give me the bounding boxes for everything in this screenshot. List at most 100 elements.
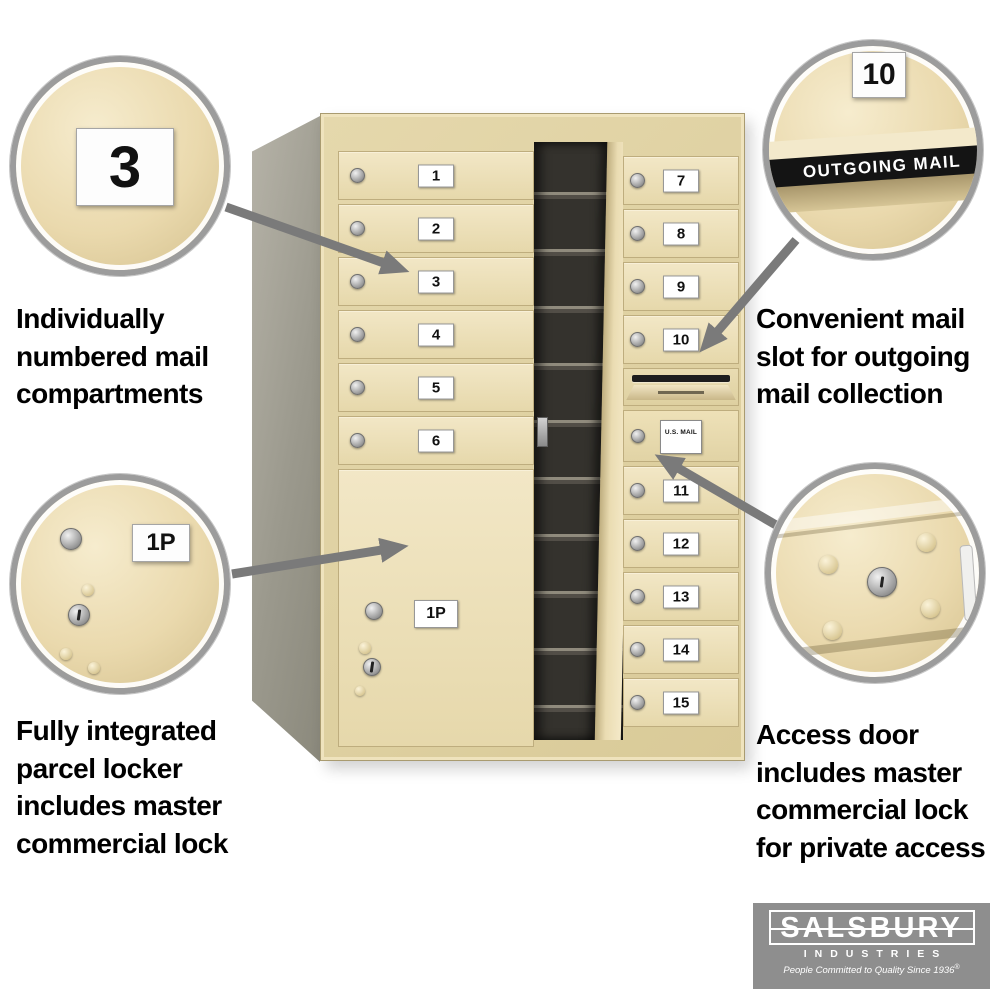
caption-access-door: Access door includes master commercial l… xyxy=(756,716,986,866)
door-bumper-button xyxy=(917,533,936,552)
parcel-lock-icon xyxy=(363,658,381,676)
caption-line: compartments xyxy=(16,378,203,410)
mail-slot-label-strip xyxy=(658,391,704,394)
mail-compartment-door-15: 15 xyxy=(623,678,739,727)
compartment-lock-icon xyxy=(630,226,645,241)
outgoing-number-detail-label: 10 xyxy=(852,52,906,98)
compartment-number-label: 9 xyxy=(663,275,699,298)
parcel-locker-door: 1P xyxy=(338,469,534,747)
caption-line: commercial lock xyxy=(16,827,228,859)
compartment-number-label: 5 xyxy=(418,376,454,399)
mail-compartment-door-3: 3 xyxy=(338,257,534,306)
compartment-number-label: 14 xyxy=(663,638,699,661)
parcel-button xyxy=(355,686,365,696)
parcel-lock-icon xyxy=(365,602,383,620)
mail-compartment-door-11: 11 xyxy=(623,466,739,515)
door-edge-sliver xyxy=(959,544,978,622)
cabinet-side-panel xyxy=(252,116,320,762)
parcel-number-label: 1P xyxy=(414,600,458,628)
compartment-number-label: 10 xyxy=(663,328,699,351)
compartment-number-label: 1 xyxy=(418,164,454,187)
compartment-lock-icon xyxy=(630,536,645,551)
door-bumper-button xyxy=(819,555,838,574)
mail-compartment-door-6: 6 xyxy=(338,416,534,465)
compartment-lock-icon xyxy=(350,327,365,342)
compartment-number-label: 12 xyxy=(663,532,699,555)
parcel-lock-icon xyxy=(60,528,82,550)
mail-slot-icon xyxy=(631,375,730,382)
logo-tagline: People Committed to Quality Since 1936® xyxy=(783,964,959,976)
us-mail-decal-title: U.S. MAIL xyxy=(664,429,698,436)
open-interior-shelves xyxy=(534,142,623,740)
compartment-number-detail-label: 3 xyxy=(76,128,174,206)
compartment-number-label: 7 xyxy=(663,169,699,192)
mail-compartment-door-8: 8 xyxy=(623,209,739,258)
mail-compartment-door-14: 14 xyxy=(623,625,739,674)
open-door-edge xyxy=(594,142,623,740)
logo-tagline-text: People Committed to Quality Since 1936 xyxy=(783,965,955,977)
caption-line: for private access xyxy=(756,831,986,863)
cabinet-front-face: 1 2 3 4 5 xyxy=(320,113,745,761)
mail-compartment-door-12: 12 xyxy=(623,519,739,568)
logo-division-text: INDUSTRIES xyxy=(803,948,948,961)
caption-line: Individually xyxy=(16,303,165,334)
compartment-lock-icon xyxy=(350,433,365,448)
compartment-number-label: 3 xyxy=(418,270,454,293)
door-seam xyxy=(771,621,979,662)
caption-line: Convenient mail xyxy=(756,303,965,334)
compartment-number-label: 13 xyxy=(663,585,699,608)
keyhole-icon xyxy=(76,609,82,621)
master-lock-icon xyxy=(631,429,645,443)
mail-compartment-door-4: 4 xyxy=(338,310,534,359)
caption-outgoing-mail: Convenient mail slot for outgoing mail c… xyxy=(756,300,970,413)
us-mail-decal: U.S. MAIL xyxy=(660,420,702,454)
caption-line: mail collection xyxy=(756,378,943,410)
compartment-lock-icon xyxy=(630,642,645,657)
compartment-number-label: 8 xyxy=(663,222,699,245)
mail-compartment-door-10: 10 xyxy=(623,315,739,364)
compartment-lock-icon xyxy=(630,332,645,347)
salsbury-logo: SALSBURY INDUSTRIES People Committed to … xyxy=(753,903,990,989)
detail-circle-access-door xyxy=(765,463,985,683)
mail-compartment-door-9: 9 xyxy=(623,262,739,311)
compartment-lock-icon xyxy=(630,173,645,188)
caption-line: includes master xyxy=(756,756,962,788)
parcel-button xyxy=(88,662,100,674)
compartment-lock-icon xyxy=(630,279,645,294)
caption-line: Fully integrated xyxy=(16,715,217,746)
compartment-number-label: 11 xyxy=(663,479,699,502)
keyhole-icon xyxy=(879,576,885,588)
parcel-button xyxy=(359,642,371,654)
compartment-number-label: 2 xyxy=(418,217,454,240)
compartment-lock-icon xyxy=(630,483,645,498)
mail-compartment-door-2: 2 xyxy=(338,204,534,253)
compartment-lock-icon xyxy=(350,380,365,395)
door-bumper-button xyxy=(921,599,940,618)
commercial-lock-icon xyxy=(867,567,897,597)
master-lock-panel: U.S. MAIL xyxy=(623,410,739,462)
right-door-column: 7 8 9 10 xyxy=(623,156,739,727)
caption-line: slot for outgoing xyxy=(756,340,970,372)
compartment-lock-icon xyxy=(350,221,365,236)
compartment-lock-icon xyxy=(630,695,645,710)
mail-compartment-door-5: 5 xyxy=(338,363,534,412)
door-bumper-button xyxy=(823,621,842,640)
parcel-lock-icon xyxy=(68,604,90,626)
compartment-number-label: 6 xyxy=(418,429,454,452)
compartment-lock-icon xyxy=(350,274,365,289)
detail-circle-parcel-locker: 1P xyxy=(10,474,230,694)
parcel-label-detail: 1P xyxy=(132,524,190,562)
mail-compartment-door-7: 7 xyxy=(623,156,739,205)
caption-parcel-locker: Fully integrated parcel locker includes … xyxy=(16,712,228,862)
caption-line: commercial lock xyxy=(756,794,968,826)
compartment-number-label: 15 xyxy=(663,691,699,714)
registered-mark: ® xyxy=(954,964,960,972)
keyhole-icon xyxy=(369,661,375,673)
compartment-lock-icon xyxy=(630,589,645,604)
compartment-number-label: 4 xyxy=(418,323,454,346)
logo-brand-box: SALSBURY xyxy=(768,910,975,946)
detail-circle-outgoing-mail: 10 OUTGOING MAIL xyxy=(763,40,983,260)
caption-line: Access door xyxy=(756,719,919,750)
parcel-button xyxy=(60,648,72,660)
